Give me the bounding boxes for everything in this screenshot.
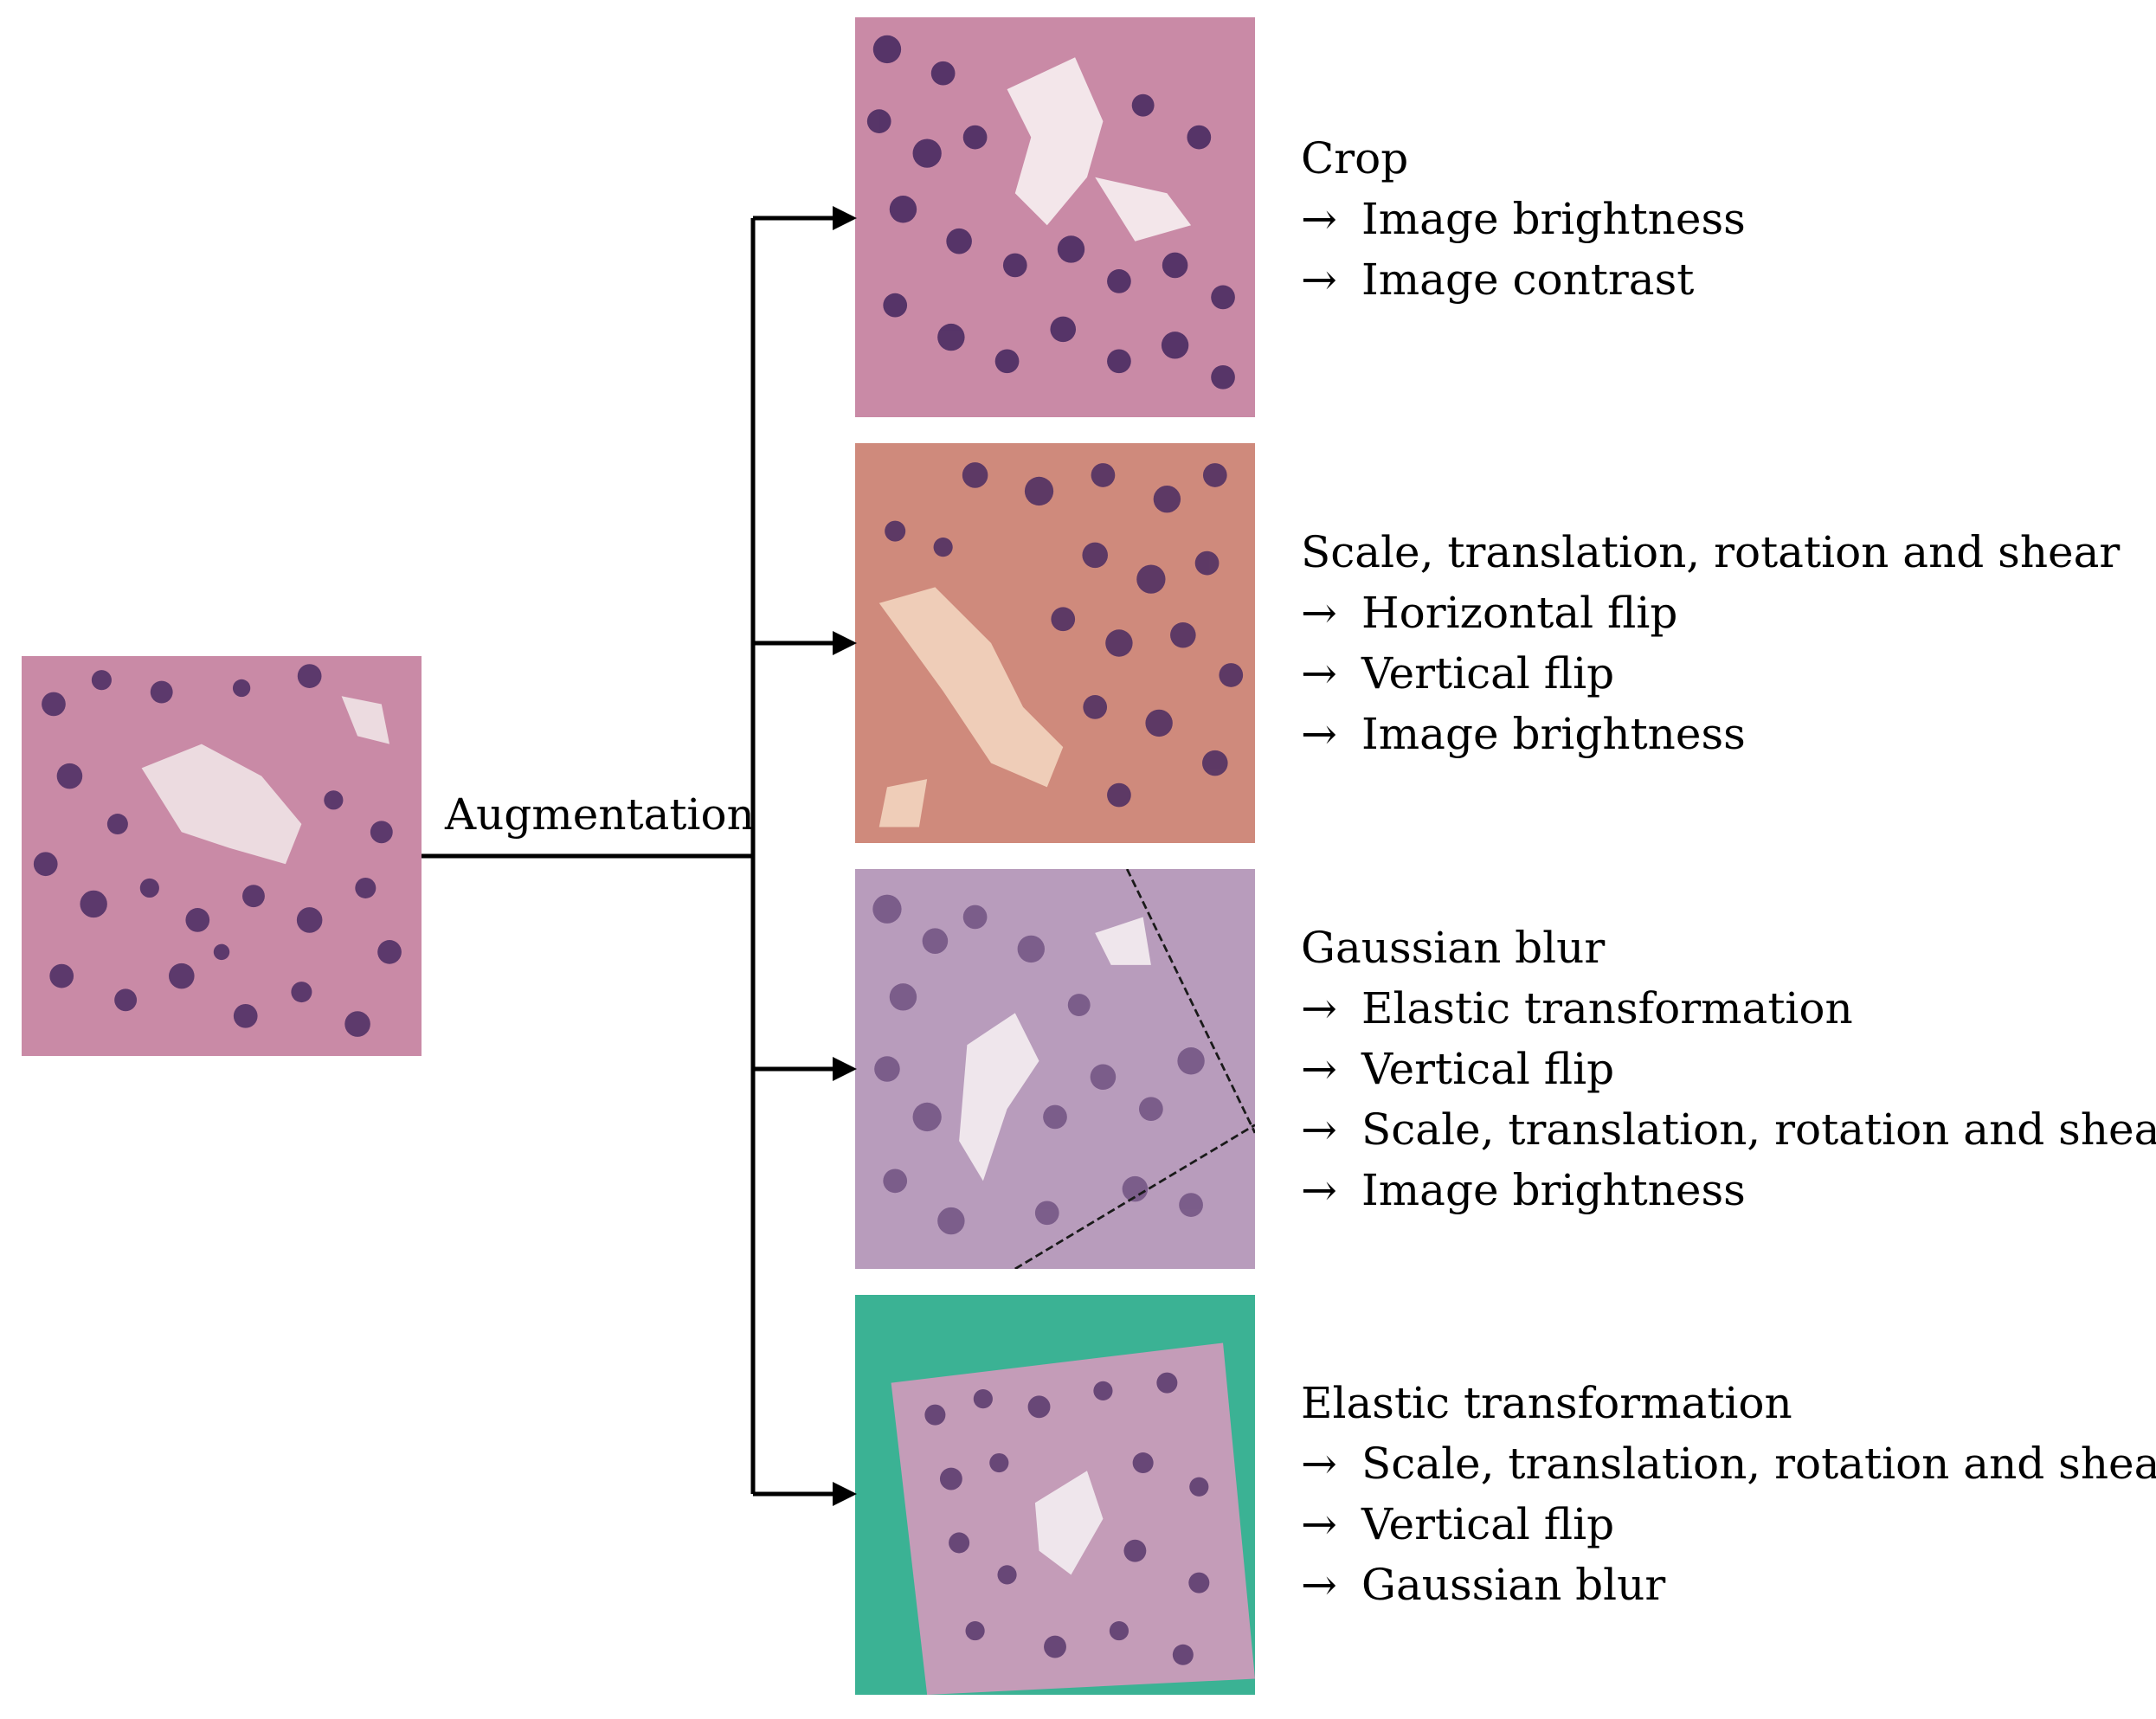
arrowhead-3 (833, 1057, 857, 1081)
augmentation-step: → Gaussian blur (1301, 1555, 2156, 1615)
histology-image-icon (855, 443, 1255, 843)
augmentation-step: Crop (1301, 128, 1746, 189)
branch-steps-3: Gaussian blur → Elastic transformation → Ver… (1301, 917, 2156, 1220)
branch-steps-1: Crop → Image brightness → Image contrast (1301, 128, 1746, 310)
step-arrow-icon: → (1301, 983, 1337, 1033)
arrowhead-1 (833, 206, 857, 230)
augmented-image-3 (855, 869, 1255, 1269)
step-text: Gaussian blur (1301, 923, 1606, 973)
arrowhead-2 (833, 631, 857, 655)
augmentation-step: → Scale, translation, rotation and shear (1301, 1433, 2156, 1494)
augmentation-step: → Elastic transformation (1301, 978, 2156, 1039)
augmentation-step: → Image brightness (1301, 704, 2120, 764)
augmented-image-1 (855, 17, 1255, 417)
branch-steps-2: Scale, translation, rotation and shear → H… (1301, 522, 2120, 764)
step-arrow-icon: → (1301, 1044, 1337, 1094)
step-arrow-icon: → (1301, 1439, 1337, 1489)
step-text: Scale, translation, rotation and shear (1361, 1439, 2156, 1489)
step-text: Vertical flip (1361, 1499, 1615, 1549)
augmentation-label: Augmentation (445, 789, 755, 840)
augmentation-step: Scale, translation, rotation and shear (1301, 522, 2120, 583)
step-arrow-icon: → (1301, 1104, 1337, 1155)
augmentation-step: → Horizontal flip (1301, 583, 2120, 643)
augmentation-step: → Vertical flip (1301, 1039, 2156, 1099)
augmentation-step: → Vertical flip (1301, 643, 2120, 704)
augmentation-step: → Image brightness (1301, 189, 1746, 249)
augmentation-step: Elastic transformation (1301, 1373, 2156, 1433)
step-text: Crop (1301, 133, 1409, 183)
augmentation-step: Gaussian blur (1301, 917, 2156, 978)
step-arrow-icon: → (1301, 254, 1337, 305)
step-text: Vertical flip (1361, 648, 1615, 699)
branch-arrows (753, 216, 846, 1497)
augmentation-step: → Vertical flip (1301, 1494, 2156, 1555)
histology-image-icon (22, 656, 422, 1056)
step-text: Elastic transformation (1301, 1378, 1792, 1428)
step-arrow-icon: → (1301, 194, 1337, 244)
arrowhead-4 (833, 1482, 857, 1506)
augmented-image-2 (855, 443, 1255, 843)
step-text: Image brightness (1361, 709, 1746, 759)
step-text: Image brightness (1361, 194, 1746, 244)
step-arrow-icon: → (1301, 709, 1337, 759)
histology-image-icon (855, 869, 1255, 1269)
step-text: Gaussian blur (1361, 1560, 1666, 1610)
histology-image-icon (855, 17, 1255, 417)
augmentation-step: → Scale, translation, rotation and shear (1301, 1099, 2156, 1160)
step-arrow-icon: → (1301, 1165, 1337, 1215)
step-text: Scale, translation, rotation and shear (1301, 527, 2121, 577)
histology-image-icon (855, 1295, 1255, 1695)
step-arrow-icon: → (1301, 1560, 1337, 1610)
augmentation-step: → Image brightness (1301, 1160, 2156, 1220)
step-text: Elastic transformation (1361, 983, 1853, 1033)
step-text: Image brightness (1361, 1165, 1746, 1215)
augmentation-step: → Image contrast (1301, 249, 1746, 310)
augmented-image-4 (855, 1295, 1255, 1695)
branch-steps-4: Elastic transformation → Scale, translatio… (1301, 1373, 2156, 1615)
step-arrow-icon: → (1301, 1499, 1337, 1549)
source-histology-image (22, 656, 422, 1056)
step-arrow-icon: → (1301, 588, 1337, 638)
step-text: Horizontal flip (1361, 588, 1678, 638)
step-text: Scale, translation, rotation and shear (1361, 1104, 2156, 1155)
step-text: Vertical flip (1361, 1044, 1615, 1094)
step-text: Image contrast (1361, 254, 1695, 305)
step-arrow-icon: → (1301, 648, 1337, 699)
